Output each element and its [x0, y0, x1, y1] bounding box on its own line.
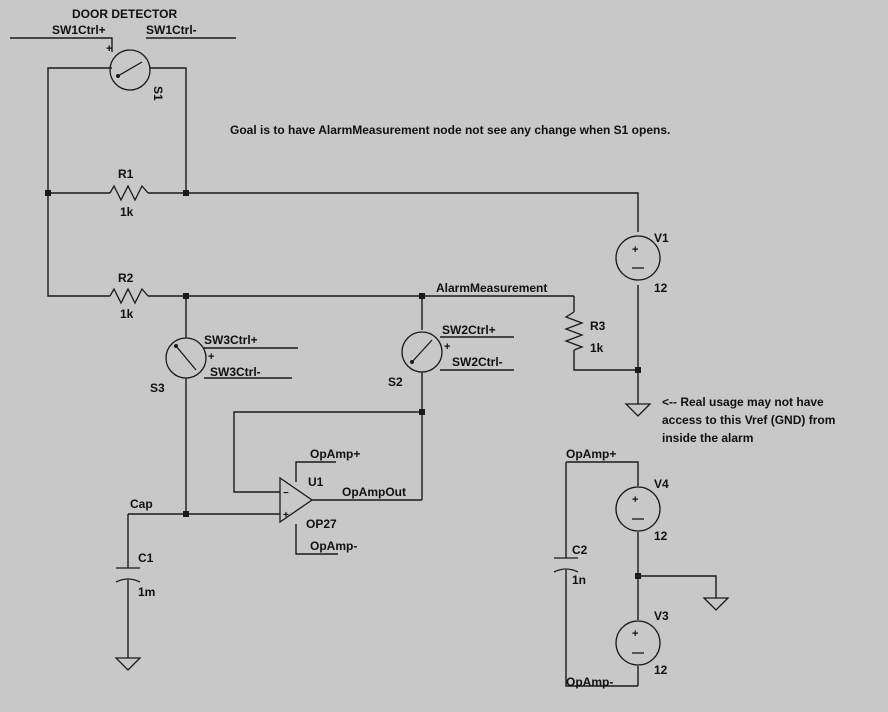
opamp-minus-glyph: −: [283, 488, 289, 499]
wire-s1-left: [47, 67, 112, 193]
net-label-sw2-pos: SW2Ctrl+: [442, 323, 496, 337]
junctions: [45, 190, 641, 579]
s2-ref-label: S2: [388, 375, 403, 389]
v1-plus-glyph: +: [632, 244, 638, 256]
r2-value-label: 1k: [120, 307, 134, 321]
c2-ref-label: C2: [572, 543, 588, 557]
ground-icon: [624, 403, 652, 417]
wire-opamp-vminus: [295, 524, 338, 555]
net-label-sw2-neg: SW2Ctrl-: [452, 355, 503, 369]
wire-sw1-pos: [10, 37, 113, 52]
s2-plus-glyph: +: [444, 341, 450, 353]
resistor-r2-symbol: [109, 287, 149, 305]
switch-s2-symbol: +: [401, 331, 450, 373]
vref-note-line-1: <-- Real usage may not have: [662, 395, 824, 409]
c1-value-label: 1m: [138, 585, 155, 599]
wire-c2-bottom: [565, 570, 638, 687]
c1-ref-label: C1: [138, 551, 154, 565]
net-label-opamp-pos-left: OpAmp+: [310, 447, 360, 461]
wire-mid-ground: [638, 575, 717, 598]
net-label-alarm-measurement: AlarmMeasurement: [436, 281, 547, 295]
voltage-source-v4-symbol: +: [615, 486, 661, 532]
v3-ref-label: V3: [654, 609, 669, 623]
opamp-u1-symbol: − +: [279, 476, 314, 524]
wire-r1-right-v1: [148, 192, 639, 232]
voltage-source-v3-symbol: +: [615, 620, 661, 666]
capacitor-c2-symbol: [553, 557, 579, 573]
v1-value-label: 12: [654, 281, 668, 295]
s1-ref-label: S1: [151, 86, 165, 101]
goal-note: Goal is to have AlarmMeasurement node no…: [230, 123, 670, 137]
v4-value-label: 12: [654, 529, 668, 543]
wire-opamp-vplus: [295, 461, 336, 482]
wire-v4-top: [566, 461, 639, 486]
junction: [419, 293, 425, 299]
v3-value-label: 12: [654, 663, 668, 677]
opamp-plus-glyph: +: [283, 510, 289, 521]
v3-plus-glyph: +: [632, 628, 638, 640]
net-label-opamp-out: OpAmpOut: [342, 485, 406, 499]
r1-ref-label: R1: [118, 167, 134, 181]
r3-value-label: 1k: [590, 341, 604, 355]
net-label-cap: Cap: [130, 497, 153, 511]
junction: [635, 573, 641, 579]
ground-icon: [702, 597, 730, 611]
wires: [10, 37, 717, 687]
wire-s1-right: [150, 67, 187, 193]
junction: [419, 409, 425, 415]
switch-s1-symbol: +: [106, 43, 151, 91]
capacitor-c1-symbol: [115, 567, 141, 583]
vref-note-line-2: access to this Vref (GND) from: [662, 413, 835, 427]
s3-plus-glyph: +: [208, 351, 214, 363]
s1-plus-glyph: +: [106, 43, 112, 55]
junction: [45, 190, 51, 196]
junction: [183, 511, 189, 517]
junction: [635, 367, 641, 373]
r2-ref-label: R2: [118, 271, 134, 285]
net-label-sw1-neg: SW1Ctrl-: [146, 23, 197, 37]
net-label-opamp-neg-right: OpAmp-: [566, 675, 613, 689]
net-label-sw1-pos: SW1Ctrl+: [52, 23, 106, 37]
v1-ref-label: V1: [654, 231, 669, 245]
vref-note-line-3: inside the alarm: [662, 431, 753, 445]
wire-r3-bottom: [573, 350, 638, 371]
c2-value-label: 1n: [572, 573, 586, 587]
ground-icon: [114, 657, 142, 671]
v4-plus-glyph: +: [632, 494, 638, 506]
junction: [183, 190, 189, 196]
net-label-sw3-pos: SW3Ctrl+: [204, 333, 258, 347]
v4-ref-label: V4: [654, 477, 669, 491]
voltage-source-v1-symbol: +: [615, 235, 661, 281]
resistor-r1-symbol: [109, 184, 149, 202]
net-label-opamp-neg-left: OpAmp-: [310, 539, 357, 553]
r1-value-label: 1k: [120, 205, 134, 219]
junction: [183, 293, 189, 299]
net-label-opamp-pos-right: OpAmp+: [566, 447, 616, 461]
r3-ref-label: R3: [590, 319, 606, 333]
resistor-r3-symbol: [564, 311, 584, 351]
s3-ref-label: S3: [150, 381, 165, 395]
u1-ref-label: U1: [308, 475, 324, 489]
u1-model-label: OP27: [306, 517, 337, 531]
net-label-sw3-neg: SW3Ctrl-: [210, 365, 261, 379]
wire-left-vertical: [47, 193, 110, 297]
switch-s3-symbol: +: [165, 337, 214, 379]
diagram-title: DOOR DETECTOR: [72, 7, 177, 21]
wire-feedback: [233, 411, 422, 493]
